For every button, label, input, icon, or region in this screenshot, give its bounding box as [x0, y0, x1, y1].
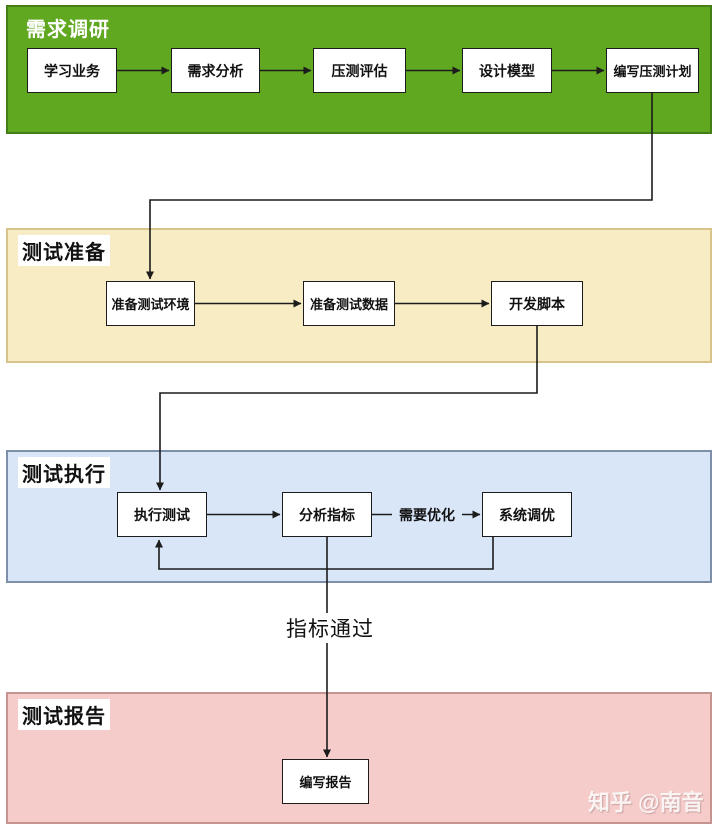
lane-execution-title: 测试执行: [18, 457, 110, 488]
node-prepare-env: 准备测试环境: [106, 281, 195, 326]
node-write-test-plan: 编写压测计划: [606, 48, 699, 93]
lane-preparation-title: 测试准备: [18, 235, 110, 266]
edge-label-metrics-pass: 指标通过: [283, 613, 377, 643]
edge-label-need-optimize: 需要优化: [392, 504, 462, 525]
node-prepare-data: 准备测试数据: [303, 281, 395, 326]
lane-report: 测试报告: [6, 692, 712, 824]
node-run-test: 执行测试: [117, 492, 207, 537]
node-learn-business: 学习业务: [27, 48, 117, 93]
lane-report-title: 测试报告: [18, 699, 110, 730]
watermark-zhihu-author: 知乎 @南音: [588, 790, 704, 815]
node-requirement-analysis: 需求分析: [171, 48, 260, 93]
node-system-tuning: 系统调优: [482, 492, 572, 537]
node-write-report: 编写报告: [282, 759, 369, 804]
node-develop-script: 开发脚本: [491, 281, 583, 326]
node-design-model: 设计模型: [462, 48, 552, 93]
node-stress-evaluation: 压测评估: [313, 48, 406, 93]
node-analyze-metrics: 分析指标: [282, 492, 372, 537]
lane-requirements-title: 需求调研: [26, 19, 110, 41]
